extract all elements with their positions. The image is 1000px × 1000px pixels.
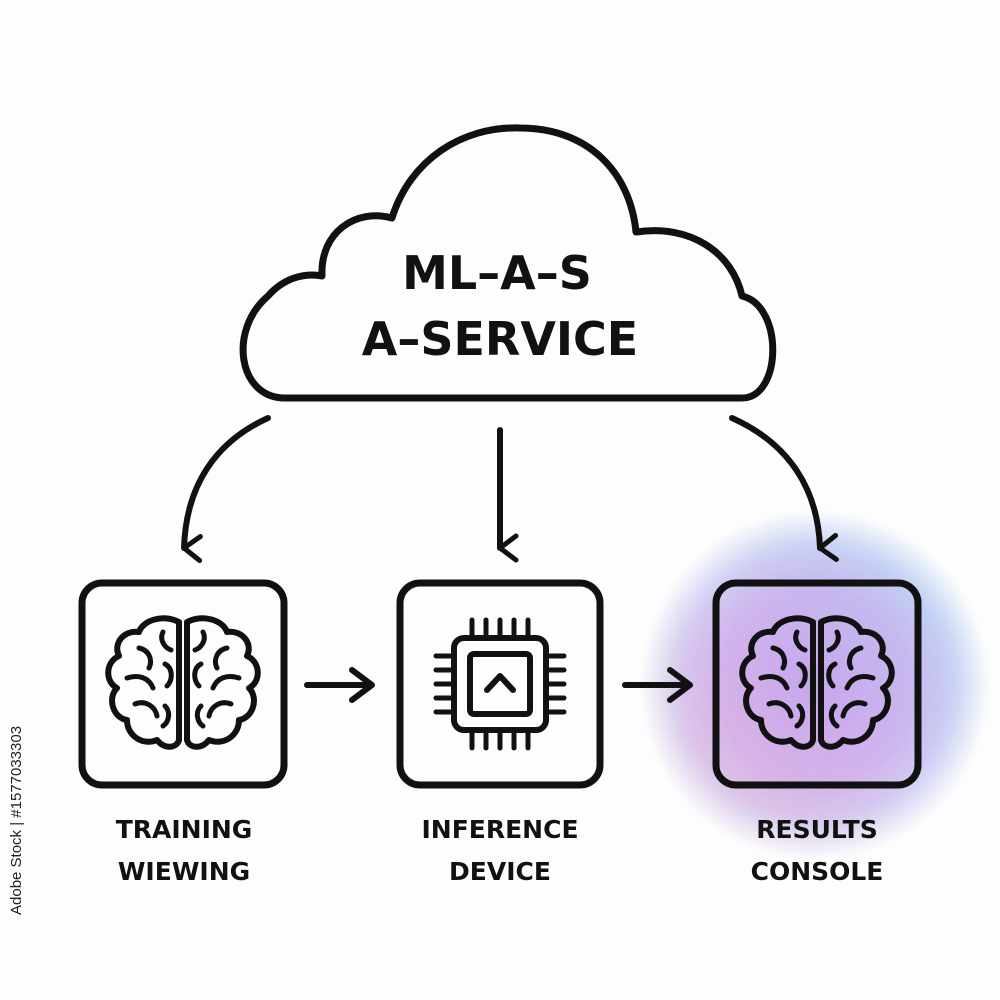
chip-icon xyxy=(433,617,567,751)
arrow-cloud-to-training xyxy=(181,415,271,564)
arrow-cloud-to-results xyxy=(729,415,839,562)
results-label-line2: CONSOLE xyxy=(751,857,884,886)
arrow-inference-to-results xyxy=(622,667,693,703)
inference-label-line2: DEVICE xyxy=(449,857,551,886)
cloud-title-line2: A–SERVICE xyxy=(362,312,638,366)
brain-icon xyxy=(108,618,258,746)
inference-label-line1: INFERENCE xyxy=(421,815,578,844)
stock-watermark: Adobe Stock | #1577033303 xyxy=(8,725,25,915)
training-label-line2: WIEWING xyxy=(118,857,250,886)
inference-node xyxy=(396,579,604,789)
training-node xyxy=(78,579,288,789)
training-label-line1: TRAINING xyxy=(116,815,253,844)
results-label-line1: RESULTS xyxy=(756,815,877,844)
arrow-training-to-inference xyxy=(304,667,375,703)
cloud-title-line1: ML–A–S xyxy=(402,246,592,300)
results-node xyxy=(712,579,922,789)
cloud-shape xyxy=(239,124,777,402)
